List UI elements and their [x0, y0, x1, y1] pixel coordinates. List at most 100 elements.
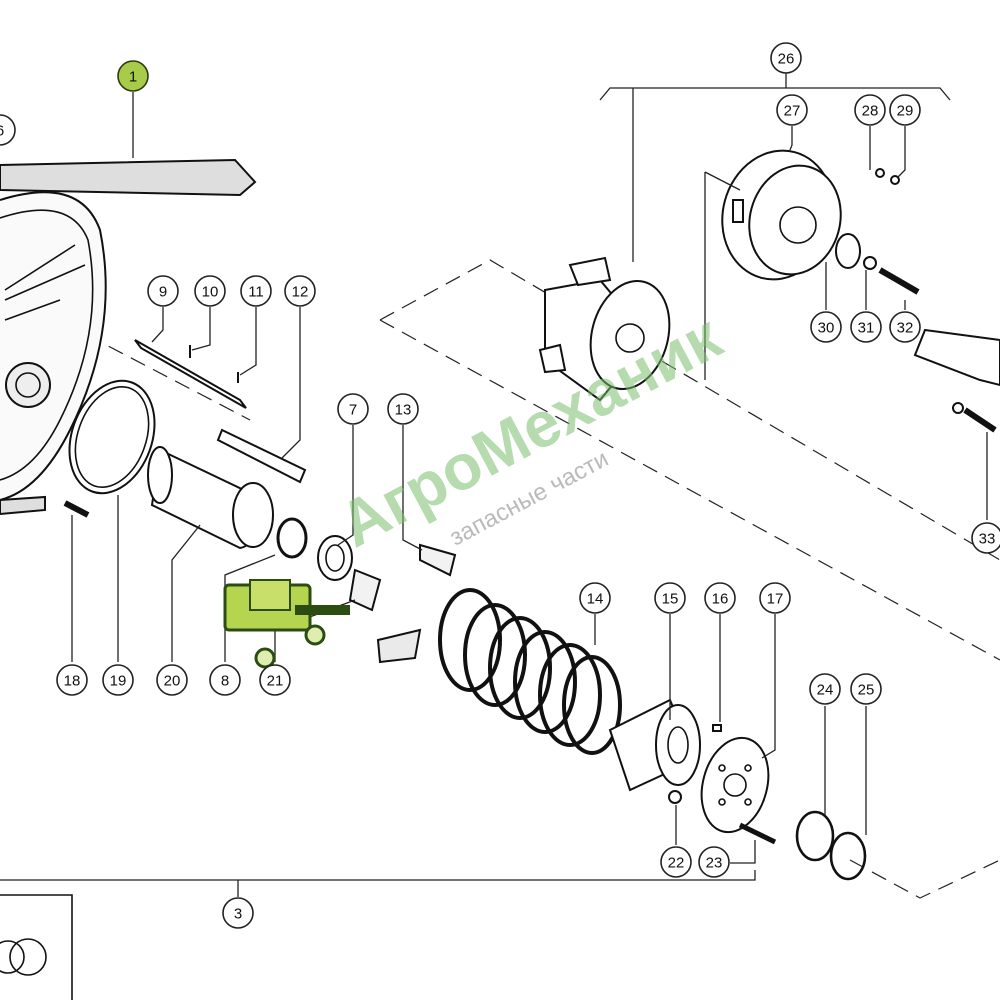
callout-27: 27 [776, 94, 808, 126]
callout-circle [809, 673, 841, 705]
callout-label: 17 [767, 591, 784, 608]
callout-8: 8 [209, 664, 241, 696]
callout-label: 8 [221, 673, 229, 690]
callout-13: 13 [387, 393, 419, 425]
callout-circle [654, 582, 686, 614]
callout-circle [579, 582, 611, 614]
inset-box [0, 894, 73, 1000]
callout-label: 9 [159, 284, 167, 301]
callout-26: 26 [770, 42, 802, 74]
assembly-axis-dashed-line-lower [379, 319, 1000, 661]
segment-part-21b [376, 628, 422, 664]
callout-10: 10 [194, 275, 226, 307]
callout-label: 21 [267, 673, 284, 690]
callout-1: 1 [117, 60, 149, 92]
housing-part-27 [721, 149, 842, 281]
callout-circle [284, 275, 316, 307]
callout-17: 17 [759, 582, 791, 614]
callout-label: 27 [784, 103, 801, 120]
callout-9: 9 [147, 275, 179, 307]
callout-circle [156, 664, 188, 696]
callout-7: 7 [337, 393, 369, 425]
callout-22: 22 [660, 846, 692, 878]
callout-circle [854, 94, 886, 126]
callout-circle [194, 275, 226, 307]
callout-label: 28 [862, 103, 879, 120]
callout-label: 31 [858, 320, 875, 337]
callout-24: 24 [809, 673, 841, 705]
callout-circle [147, 275, 179, 307]
callout-21: 21 [259, 664, 291, 696]
pin-part-16 [712, 724, 722, 732]
callout-19: 19 [102, 664, 134, 696]
callout-label: 15 [662, 591, 679, 608]
callout-circle [698, 846, 730, 878]
callout-23: 23 [698, 846, 730, 878]
callout-circle [117, 60, 149, 92]
callout-circle [102, 664, 134, 696]
callout-label: 24 [817, 682, 834, 699]
callout-25: 25 [850, 673, 882, 705]
bar-part-9 [134, 339, 247, 409]
callout-label: 19 [110, 673, 127, 690]
spring-part-14 [438, 588, 622, 755]
combine-harvester-logo [223, 579, 350, 669]
callout-6: 6 [0, 114, 16, 146]
callout-28: 28 [854, 94, 886, 126]
bolt-part-23 [738, 822, 777, 845]
callout-label: 32 [897, 320, 914, 337]
callout-circle [704, 582, 736, 614]
nut-part-33a [952, 402, 964, 414]
hub-part-15 [608, 698, 701, 792]
callout-circle [759, 582, 791, 614]
callout-14: 14 [579, 582, 611, 614]
ring-part-24 [795, 810, 835, 862]
callout-circle [0, 114, 16, 146]
callout-label: 13 [395, 402, 412, 419]
bushing-part-7 [317, 535, 353, 581]
callout-circle [776, 94, 808, 126]
callout-32: 32 [889, 311, 921, 343]
bolt-part-32 [878, 267, 920, 295]
callout-31: 31 [850, 311, 882, 343]
watermark-brand: АгроМеханик [327, 300, 733, 561]
segment-part-13 [419, 543, 457, 577]
callout-label: 20 [164, 673, 181, 690]
callout-circle [889, 94, 921, 126]
pin-part-18 [63, 500, 90, 518]
callout-label: 33 [979, 531, 996, 548]
o-ring-part-19 [68, 379, 156, 495]
callout-circle [971, 522, 1000, 554]
callout-label: 11 [248, 284, 264, 301]
callout-circle [660, 846, 692, 878]
wheel-assembly-drawing [0, 158, 257, 516]
callout-circle [850, 673, 882, 705]
callout-18: 18 [56, 664, 88, 696]
assembly-axis-dashed-line [379, 259, 1000, 561]
segment-part-21a [348, 568, 382, 612]
callout-label: 29 [897, 103, 914, 120]
callout-circle [810, 311, 842, 343]
callout-33: 33 [971, 522, 1000, 554]
assembly-axis-dashed-line-bottom [849, 859, 1000, 899]
callout-20: 20 [156, 664, 188, 696]
callout-11: 11 [240, 275, 272, 307]
callout-12: 12 [284, 275, 316, 307]
callout-circle [770, 42, 802, 74]
callout-3: 3 [222, 897, 254, 929]
callout-label: 1 [129, 69, 137, 86]
callout-circle [387, 393, 419, 425]
callout-16: 16 [704, 582, 736, 614]
bolt-part-33b [963, 407, 997, 433]
callout-label: 10 [202, 284, 219, 301]
callout-label: 30 [818, 320, 835, 337]
callout-label: 6 [0, 123, 4, 140]
callout-circle [850, 311, 882, 343]
flange-part-17 [700, 736, 770, 834]
callout-label: 14 [587, 591, 604, 608]
callout-circle [240, 275, 272, 307]
callout-label: 12 [292, 284, 309, 301]
callout-label: 25 [858, 682, 875, 699]
callout-circle [889, 311, 921, 343]
